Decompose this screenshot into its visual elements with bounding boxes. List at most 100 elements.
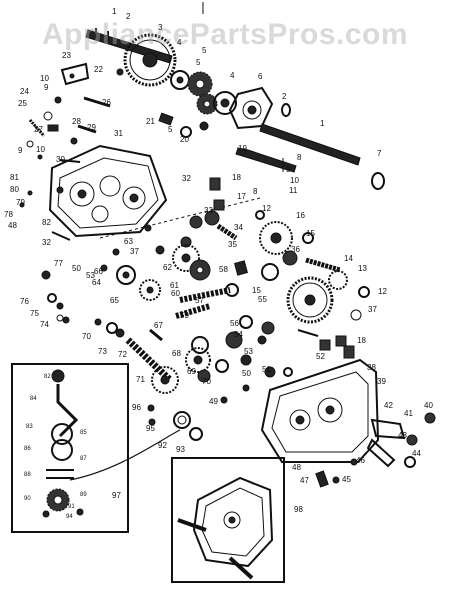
callout-label: 53 (244, 347, 253, 356)
callout-label: 98 (294, 505, 303, 514)
callout-label: 64 (92, 278, 101, 287)
top-shaft-assembly (85, 28, 385, 190)
callout-label: 79 (16, 198, 25, 207)
callout-label: 48 (8, 221, 17, 230)
callout-label: 36 (291, 245, 300, 254)
callout-label: 10 (40, 74, 49, 83)
callout-label: 16 (296, 211, 305, 220)
callout-label: 22 (94, 65, 103, 74)
inset-98 (171, 457, 285, 583)
callout-label: 70 (202, 377, 211, 386)
callout-label: 35 (228, 240, 237, 249)
callout-label: 1 (112, 7, 117, 16)
callout-label: 59 (180, 311, 189, 320)
callout-label: 10 (36, 145, 45, 154)
callout-label: 9 (18, 146, 23, 155)
inset-callout-label: 90 (24, 496, 31, 502)
callout-label: 1 (320, 119, 325, 128)
left-small-parts (19, 62, 111, 208)
callout-label: 30 (56, 155, 65, 164)
inset-callout-label: 91 (68, 504, 75, 510)
callout-label: 2 (126, 12, 131, 21)
callout-label: 29 (87, 123, 96, 132)
callout-label: 58 (219, 265, 228, 274)
callout-label: 10 (290, 176, 299, 185)
callout-label: 43 (398, 431, 407, 440)
inset-callout-label: 84 (30, 396, 37, 402)
callout-label: 33 (204, 206, 213, 215)
inset-callout-label: 87 (80, 456, 87, 462)
right-housing (220, 358, 436, 488)
middle-gear-stack (41, 177, 370, 394)
callout-label: 11 (289, 186, 298, 195)
callout-label: 60 (171, 289, 180, 298)
callout-label: 15 (306, 229, 315, 238)
callout-label: 34 (234, 223, 243, 232)
callout-label: 55 (258, 295, 267, 304)
callout-label: 21 (146, 117, 155, 126)
callout-label: 82 (42, 218, 51, 227)
callout-label: 78 (4, 210, 13, 219)
inset-callout-label: 89 (80, 492, 87, 498)
callout-label: 72 (118, 350, 127, 359)
callout-label: 5 (168, 125, 173, 134)
callout-label: 5 (196, 58, 201, 67)
callout-label: 12 (378, 287, 387, 296)
callout-label: 40 (424, 401, 433, 410)
callout-label: 13 (358, 264, 367, 273)
callout-label: 27 (34, 125, 43, 134)
callout-label: 18 (357, 336, 366, 345)
callout-label: 44 (412, 449, 421, 458)
callout-label: 18 (232, 173, 241, 182)
callout-label: 50 (72, 264, 81, 273)
inset-97 (11, 363, 129, 533)
callout-label: 23 (62, 51, 71, 60)
callout-label: 93 (176, 445, 185, 454)
callout-label: 14 (344, 254, 353, 263)
callout-label: 49 (209, 397, 218, 406)
callout-label: 37 (130, 247, 139, 256)
callout-label: 17 (237, 192, 246, 201)
lower-left-parts (69, 404, 203, 481)
callout-label: 61 (170, 281, 179, 290)
callout-label: 4 (177, 38, 182, 47)
callout-label: 77 (54, 259, 63, 268)
callout-label: 3 (158, 23, 163, 32)
callout-label: 8 (253, 187, 258, 196)
callout-label: 38 (367, 363, 376, 372)
callout-label: 47 (300, 476, 309, 485)
callout-label: 67 (154, 321, 163, 330)
inset-callout-label: 86 (24, 446, 31, 452)
callout-label: 9 (44, 83, 49, 92)
callout-label: 25 (18, 99, 27, 108)
callout-label: 54 (234, 330, 243, 339)
callout-label: 57 (195, 296, 204, 305)
callout-label: 62 (163, 263, 172, 272)
callout-label: 41 (404, 409, 413, 418)
callout-label: 2 (282, 92, 287, 101)
callout-label: 31 (114, 129, 123, 138)
inset-callout-label: 85 (80, 430, 87, 436)
callout-label: 97 (112, 491, 121, 500)
callout-label: 42 (384, 401, 393, 410)
callout-label: 70 (82, 332, 91, 341)
callout-label: 32 (182, 174, 191, 183)
callout-label: 45 (342, 475, 351, 484)
inset-callout-label: 83 (26, 424, 33, 430)
inset-callout-label: 88 (24, 472, 31, 478)
callout-label: 51 (262, 365, 271, 374)
callout-label: 74 (40, 320, 49, 329)
callout-label: 95 (146, 424, 155, 433)
callout-label: 56 (230, 319, 239, 328)
callout-label: 69 (187, 367, 196, 376)
callout-label: 52 (316, 352, 325, 361)
inset-callout-label: 82 (44, 374, 51, 380)
left-housing (48, 144, 168, 241)
callout-label: 92 (158, 441, 167, 450)
callout-label: 6 (258, 72, 263, 81)
callout-label: 8 (297, 153, 302, 162)
callout-label: 81 (10, 173, 19, 182)
callout-label: 39 (377, 377, 386, 386)
